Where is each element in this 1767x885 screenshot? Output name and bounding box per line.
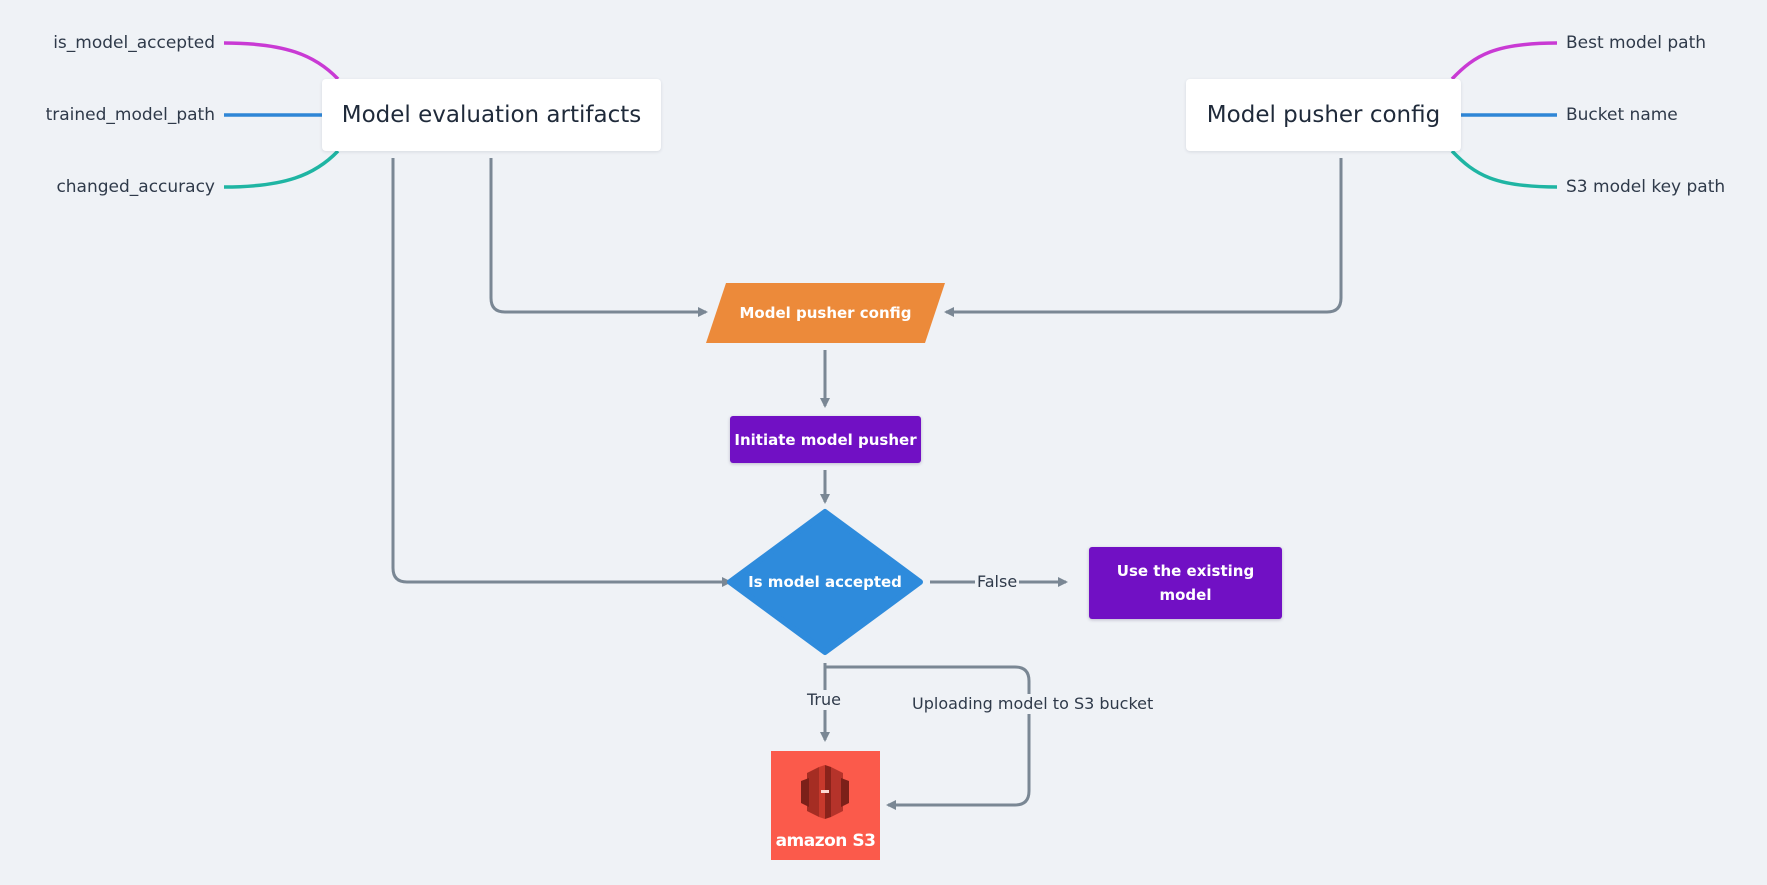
- amazon-s3-logo: amazon S3: [771, 751, 880, 860]
- connector-config-to-input: [944, 158, 1343, 317]
- branch-s3-model-key-path: [1450, 149, 1558, 189]
- attr-best-model-path: Best model path: [1566, 33, 1707, 53]
- attr-trained-model-path: trained_model_path: [45, 105, 215, 125]
- connector-artifacts-to-input: [489, 158, 708, 317]
- input-label: Model pusher config: [739, 304, 912, 322]
- branch-is-model-accepted: [223, 41, 340, 81]
- decision-label: Is model accepted: [748, 573, 902, 591]
- use-existing-model-label: Use the existing model: [1116, 562, 1255, 604]
- attr-bucket-name: Bucket name: [1566, 105, 1678, 125]
- attr-changed-accuracy: changed_accuracy: [56, 177, 215, 197]
- use-existing-model-box[interactable]: [1089, 547, 1282, 619]
- attr-is-model-accepted: is_model_accepted: [53, 33, 215, 53]
- upload-edge-label: Uploading model to S3 bucket: [910, 694, 1156, 714]
- false-edge-label: False: [975, 572, 1020, 592]
- connector-upload-branch: [823, 663, 1031, 810]
- model-evaluation-artifacts-node[interactable]: Model evaluation artifacts: [322, 79, 661, 151]
- connector-artifacts-to-decision: [391, 158, 732, 587]
- branch-best-model-path: [1450, 41, 1558, 81]
- input-parallelogram[interactable]: [706, 283, 945, 343]
- process-label: Initiate model pusher: [734, 430, 917, 449]
- decision-diamond[interactable]: [727, 509, 923, 655]
- initiate-model-pusher-box[interactable]: [730, 416, 921, 463]
- branch-changed-accuracy: [223, 149, 340, 189]
- true-edge-label: True: [805, 690, 843, 710]
- s3-bucket-icon: [801, 765, 849, 819]
- model-pusher-config-node[interactable]: Model pusher config: [1186, 79, 1461, 151]
- attr-s3-model-key-path: S3 model key path: [1566, 177, 1726, 197]
- s3-logo-text: amazon S3: [775, 831, 876, 851]
